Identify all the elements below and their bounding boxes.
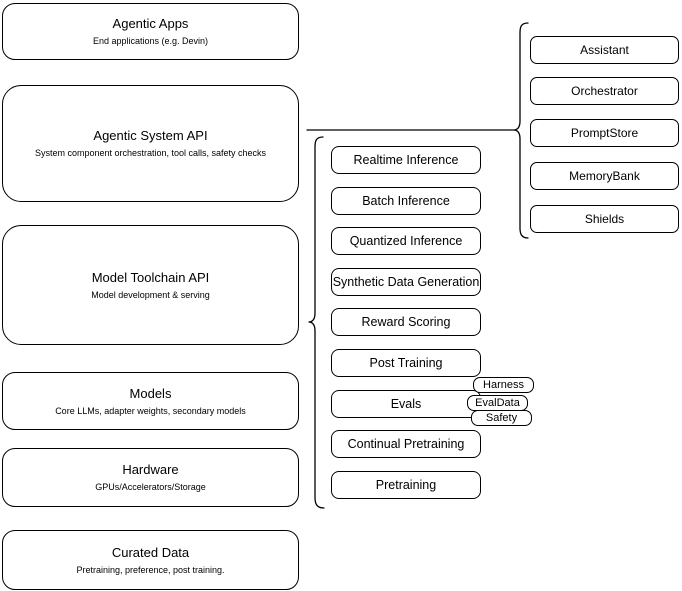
node-batch-inference: Batch Inference (331, 187, 481, 215)
left-box-curated-data: Curated Data Pretraining, preference, po… (2, 530, 299, 590)
node-reward-scoring: Reward Scoring (331, 308, 481, 336)
node-shields: Shields (530, 205, 679, 233)
left-box-agentic-system-api: Agentic System API System component orch… (2, 85, 299, 202)
node-synthetic-data-generation: Synthetic Data Generation (331, 268, 481, 296)
toolchain-brace (308, 136, 325, 509)
box-title: Agentic System API (93, 128, 208, 143)
box-title: Models (129, 385, 172, 401)
box-title: Model Toolchain API (91, 269, 210, 285)
node-post-training: Post Training (331, 349, 481, 377)
box-subtitle: System component orchestration, tool cal… (34, 148, 267, 158)
box-title: Curated Data (111, 544, 190, 560)
box-title: Hardware (122, 462, 179, 477)
box-subtitle: Core LLMs, adapter weights, secondary mo… (55, 405, 246, 416)
node-evals: Evals (331, 390, 481, 418)
pill-evaldata: EvalData (467, 395, 528, 411)
box-subtitle: End applications (e.g. Devin) (92, 36, 209, 46)
left-box-agentic-apps: Agentic Apps End applications (e.g. Devi… (2, 3, 299, 60)
node-quantized-inference: Quantized Inference (331, 227, 481, 255)
left-box-models: Models Core LLMs, adapter weights, secon… (2, 372, 299, 430)
node-continual-pretraining: Continual Pretraining (331, 430, 481, 458)
box-subtitle: Pretraining, preference, post training. (76, 564, 225, 575)
box-subtitle: Model development & serving (91, 289, 210, 300)
box-subtitle: GPUs/Accelerators/Storage (95, 482, 206, 492)
pill-harness: Harness (473, 377, 534, 393)
left-box-hardware: Hardware GPUs/Accelerators/Storage (2, 448, 299, 507)
box-title: Agentic Apps (112, 16, 189, 31)
node-promptstore: PromptStore (530, 119, 679, 147)
system-components-brace (513, 22, 529, 239)
left-box-model-toolchain-api: Model Toolchain API Model development & … (2, 225, 299, 345)
node-orchestrator: Orchestrator (530, 77, 679, 105)
node-realtime-inference: Realtime Inference (331, 146, 481, 174)
pill-safety: Safety (471, 410, 532, 426)
node-pretraining: Pretraining (331, 471, 481, 499)
node-memorybank: MemoryBank (530, 162, 679, 190)
node-assistant: Assistant (530, 36, 679, 64)
